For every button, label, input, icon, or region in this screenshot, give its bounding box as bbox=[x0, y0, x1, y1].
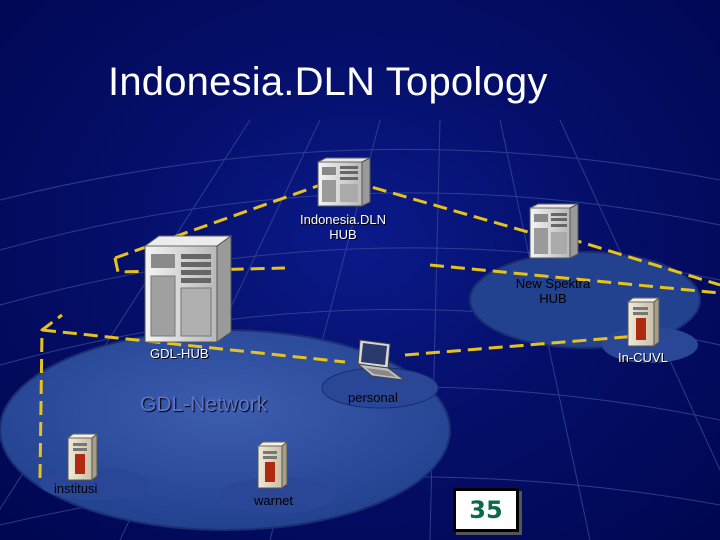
warnet-ellipse bbox=[220, 477, 336, 513]
warnet-label: warnet bbox=[254, 493, 294, 508]
institusi-tower-icon bbox=[66, 432, 99, 482]
slide-title: Indonesia.DLN Topology bbox=[108, 60, 548, 104]
page-number-badge: 35 bbox=[453, 488, 519, 532]
gdl-network-label: GDL-Network bbox=[140, 393, 268, 416]
personal-laptop-icon bbox=[356, 339, 406, 381]
gdl-hub-server-icon bbox=[143, 235, 233, 343]
personal-label: personal bbox=[348, 390, 398, 405]
new-spektra-hub-label-line2: HUB bbox=[539, 291, 567, 306]
new-spektra-hub-label-line1: New Spektra bbox=[515, 276, 591, 291]
indonesia-hub-label-line1: Indonesia.DLN bbox=[300, 212, 386, 227]
indonesia-hub-label: Indonesia.DLN HUB bbox=[288, 212, 398, 242]
gdl-hub-label: GDL-HUB bbox=[150, 346, 209, 361]
indonesia-hub-label-line2: HUB bbox=[329, 227, 357, 242]
warnet-tower-icon bbox=[256, 440, 289, 490]
indonesia-hub-server-icon bbox=[317, 157, 371, 207]
institusi-label: institusi bbox=[54, 481, 98, 496]
new-spektra-hub-server-icon bbox=[529, 203, 579, 259]
in-cuvl-label: In-CUVL bbox=[618, 350, 668, 365]
in-cuvl-tower-icon bbox=[626, 296, 661, 348]
new-spektra-hub-label: New Spektra HUB bbox=[498, 276, 608, 306]
